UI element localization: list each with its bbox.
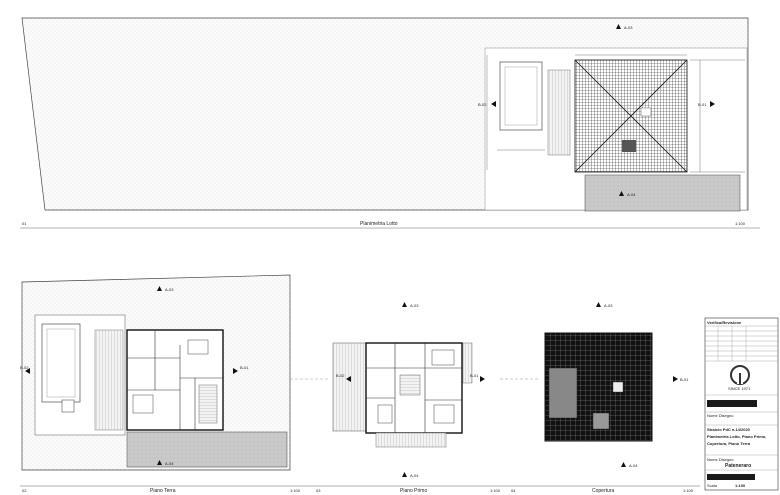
first-floor-plan: A-03 A-04 B-02 B-01 03 Piano Primo 1:100	[316, 302, 501, 494]
view-04-title: Copertura	[592, 488, 614, 494]
view-03-scale: 1:100	[490, 488, 501, 493]
svg-text:A-03: A-03	[165, 287, 174, 292]
view-01-scale: 1:100	[735, 221, 746, 226]
svg-text:A-03: A-03	[624, 25, 633, 30]
redacted-bar	[707, 474, 755, 480]
tb-project-line2: Planimetria Lotto, Piano Primo,	[707, 434, 767, 439]
svg-text:B-01: B-01	[680, 377, 689, 382]
svg-text:A-04: A-04	[410, 473, 419, 478]
view-02-scale: 1:100	[290, 488, 301, 493]
title-block	[704, 317, 779, 491]
svg-text:A-03: A-03	[604, 303, 613, 308]
site-deck	[547, 69, 571, 156]
view-02-number: 02	[22, 488, 27, 493]
svg-text:A-04: A-04	[627, 192, 636, 197]
svg-text:B-01: B-01	[240, 365, 249, 370]
tb-project-line3: Copertura, Piano Terra	[707, 441, 751, 446]
view-01-title: Planimetria Lotto	[360, 221, 398, 227]
tb-project-line1: Stralcio PdC n.14/2020	[707, 427, 750, 432]
view-02-title: Piano Terra	[150, 488, 176, 494]
gf-deck	[94, 329, 124, 431]
redacted-bar	[707, 400, 757, 407]
gf-pool	[41, 323, 81, 403]
site-paving	[584, 174, 741, 212]
tb-client-name: Pateneraro	[725, 463, 752, 469]
tb-project-label: Nome Disegno	[707, 413, 734, 418]
view-04-number: 04	[511, 488, 516, 493]
ff-balcony	[332, 342, 368, 432]
site-plan: A-03 A-04 B-02 B-01 01 Planimetria Lotto…	[21, 17, 749, 227]
svg-text:A-03: A-03	[410, 303, 419, 308]
svg-text:A-04: A-04	[629, 463, 638, 468]
view-03-title: Piano Primo	[400, 488, 427, 494]
ground-floor-plan: A-03 A-04 B-02 B-01 02 Piano Terra 1:100	[20, 274, 301, 494]
tb-client-label: Nome Disegno	[707, 457, 734, 462]
sheet-frame	[20, 227, 760, 487]
svg-text:B-01: B-01	[470, 373, 479, 378]
site-pool	[499, 61, 543, 131]
tb-scale-value: 1:100	[735, 483, 746, 488]
tb-logo-text: SINCE 1971	[728, 386, 751, 391]
svg-text:A-04: A-04	[165, 461, 174, 466]
view-01-number: 01	[22, 221, 27, 226]
tb-scale-label: Scala	[707, 483, 718, 488]
gf-paving	[126, 431, 288, 468]
svg-text:B-02: B-02	[478, 102, 487, 107]
tb-header-label: Verifica/Revisione	[707, 320, 742, 325]
roof-plan: A-03 A-04 B-01 04 Copertura 1:100	[500, 302, 694, 494]
view-03-number: 03	[316, 488, 321, 493]
svg-text:B-02: B-02	[20, 365, 29, 370]
view-04-scale: 1:100	[683, 488, 694, 493]
svg-text:B-01: B-01	[698, 102, 707, 107]
svg-text:B-02: B-02	[336, 373, 345, 378]
